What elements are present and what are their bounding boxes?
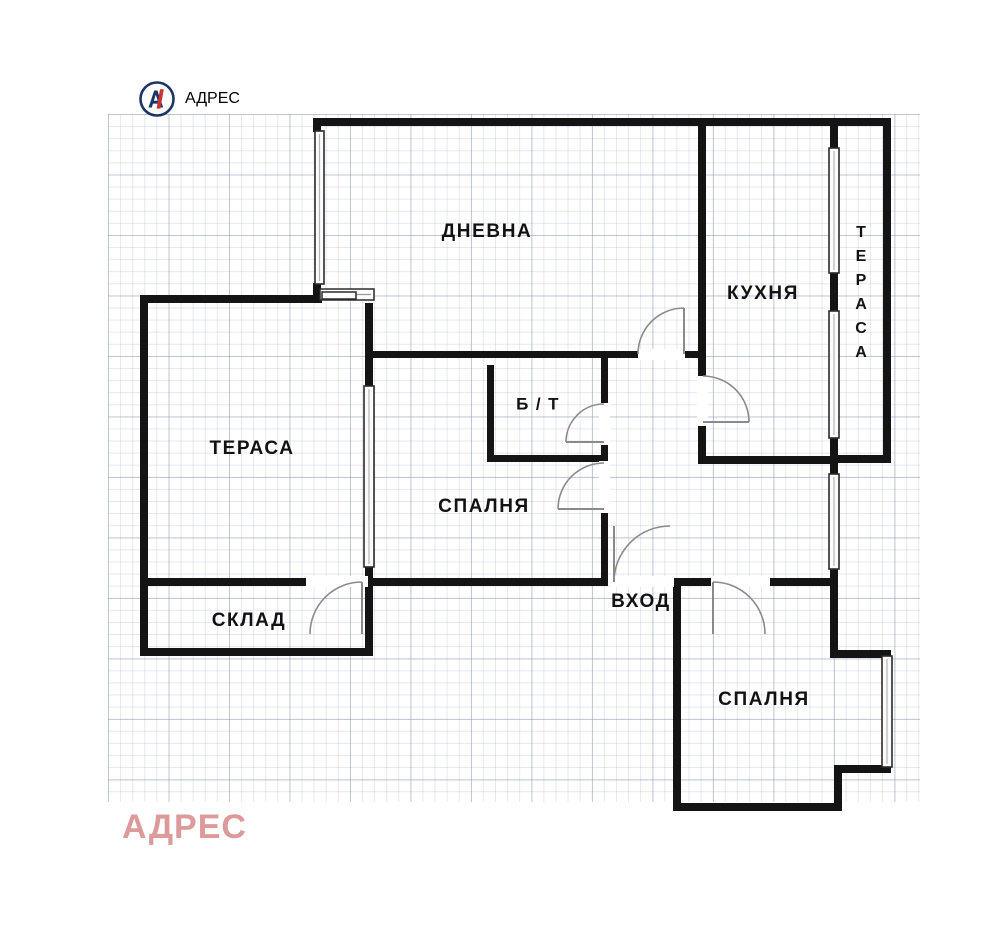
room-label-bedroom-2: СПАЛНЯ [718,689,810,710]
wall-kitchen-east-stub-top [830,126,838,150]
living-kitchen-door [637,307,685,360]
adres-watermark: АДРЕС [122,808,247,846]
wall-terrace-west-outer [140,295,148,656]
wall-east-outer-upper [883,118,891,463]
wall-living-south-left [365,351,508,358]
living-west-window [314,130,325,285]
wall-bedroom2-east-lower-step [834,765,842,811]
wall-terrace-storage-divider [140,578,315,586]
room-label-terrace-west: ТЕРАСА [209,438,294,459]
terrace-west-window [363,385,375,568]
room-labels-group: ДНЕВНА КУХНЯ Т Е Р А С А ТЕРАСА СКЛАД Б … [209,221,867,710]
living-terrace-slider [319,288,375,301]
wall-living-kitchen-divider [698,118,706,356]
terrace-east-char-4: С [855,320,867,337]
wall-bath-east-lower [601,444,608,462]
wall-east-hall-stub-bottom [830,568,838,584]
hall-east-window [828,473,840,570]
storage-door [306,576,368,635]
wall-bath-east-upper [601,358,608,404]
terrace-east-window-lower [828,310,840,439]
wall-living-south-right [684,351,706,358]
wall-top-outer [313,118,891,126]
wall-bedroom2-bay-bottom [834,765,891,773]
wall-living-west-bottom-stub [313,283,321,295]
wall-bedroom2-bay-top [834,650,891,658]
room-label-entrance: ВХОД [611,591,671,612]
wall-bath-west [487,365,494,461]
wall-terrace-top [140,295,322,303]
room-label-terrace-east: Т Е Р А С А [855,224,867,361]
wall-terrace-east-bottom [830,455,891,463]
kitchen-hall-door [697,375,750,426]
wall-hall-bottom-left [673,578,713,586]
bedroom1-door [557,461,610,513]
wall-terrace-east-upper [365,303,373,386]
wall-bedroom2-east-upper [830,584,838,658]
wall-kitchen-west-lower [698,425,706,464]
wall-hall-west-lower [601,512,608,584]
adres-logo: АДРЕС [138,80,240,118]
bedroom2-door [711,576,770,635]
terrace-east-char-1: Е [856,248,867,265]
wall-kitchen-east-stub-mid [830,271,838,313]
room-label-bedroom-1: СПАЛНЯ [438,496,530,517]
terrace-east-window-upper [828,147,840,274]
bedroom2-bay-window [881,655,893,768]
wall-hall-bottom-right [768,578,838,586]
wall-bath-south [487,455,601,462]
room-label-storage: СКЛАД [212,610,287,631]
wall-east-hall-stub-top [830,463,838,475]
wall-kitchen-west-upper [698,348,706,376]
wall-bedroom2-south [673,803,842,811]
wall-storage-bottom [140,648,368,656]
wall-terrace-east-lower [365,566,373,656]
wall-bedroom2-west [673,578,681,811]
room-label-kitchen: КУХНЯ [727,283,799,304]
wall-living-west-top-stub [313,118,321,132]
terrace-east-char-2: Р [856,272,867,289]
terrace-east-char-3: А [855,296,867,313]
bath-door [565,403,610,445]
room-label-living: ДНЕВНА [442,221,533,242]
wall-bedroom1-south [365,578,608,586]
wall-living-south-mid [508,351,638,358]
adres-logo-mark-icon [138,80,176,118]
wall-kitchen-bottom [698,456,838,464]
terrace-east-char-5: А [855,344,867,361]
terrace-east-char-0: Т [856,224,866,241]
room-label-bathroom: Б / Т [516,394,560,413]
windows-group [314,130,893,768]
adres-logo-text: АДРЕС [185,90,240,107]
doors-group [306,307,770,635]
entrance-door [610,525,674,587]
wall-kitchen-east-stub-bottom [830,436,838,463]
